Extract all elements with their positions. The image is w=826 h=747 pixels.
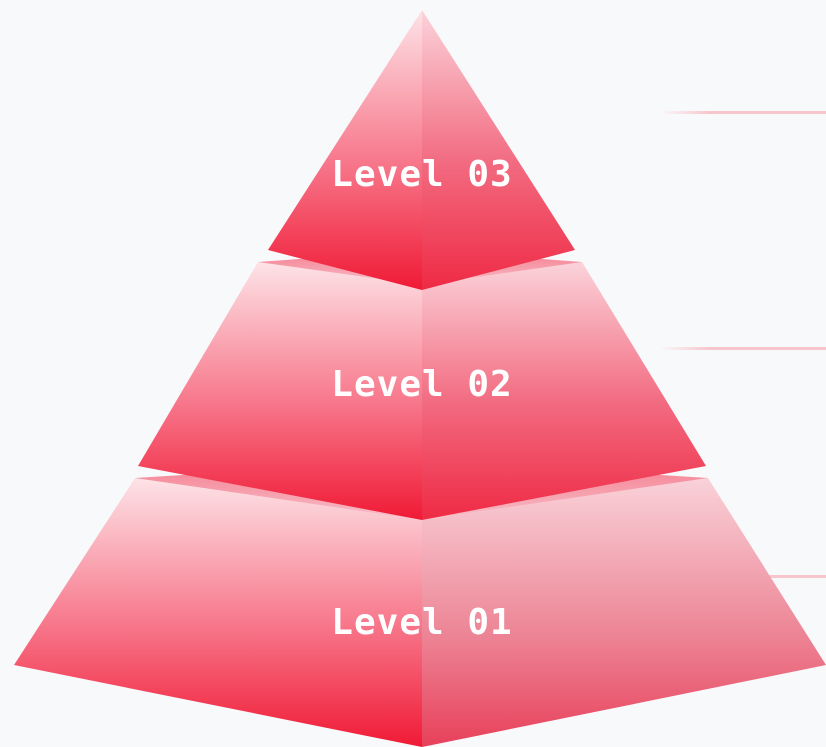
connector-line-level-01 (740, 575, 826, 578)
connector-line-level-03 (660, 111, 826, 114)
level-01-label: Level 01 (331, 602, 512, 643)
level-03-label: Level 03 (331, 154, 512, 195)
pyramid-tier-level-03 (268, 10, 575, 290)
level-02-label: Level 02 (331, 364, 512, 405)
connector-line-level-02 (660, 347, 826, 350)
